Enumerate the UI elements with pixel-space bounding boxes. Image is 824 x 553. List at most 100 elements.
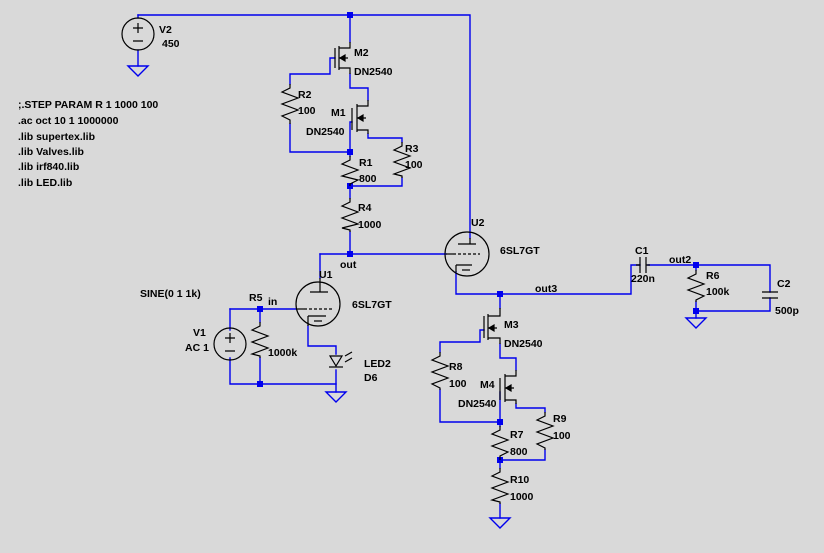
r4-value: 1000 — [358, 219, 382, 231]
c1-name: C1 — [635, 245, 649, 257]
voltage-source-icon — [121, 17, 155, 51]
junction[interactable] — [497, 291, 503, 297]
resistor-icon — [280, 84, 300, 124]
triode-envelope-icon — [444, 231, 490, 277]
wire-net-out3[interactable] — [455, 264, 641, 295]
r2-value: 100 — [298, 105, 316, 117]
triode-cathode-icon — [455, 264, 472, 272]
r10-name: R10 — [510, 474, 529, 486]
u2-name: U2 — [471, 217, 485, 229]
m2-value: DN2540 — [354, 66, 393, 78]
mosfet-m3[interactable]: M3 DN2540 — [483, 308, 543, 350]
r7-value: 800 — [510, 446, 528, 458]
capacitor-c2[interactable]: C2 500p — [762, 278, 799, 317]
v1-name: V1 — [193, 327, 206, 339]
directive-step[interactable]: ;.STEP PARAM R 1 1000 100 — [18, 99, 158, 111]
net-label-out[interactable]: out — [340, 259, 357, 271]
m3-value: DN2540 — [504, 338, 543, 350]
wire-m3-gate[interactable] — [439, 329, 485, 353]
resistor-r9[interactable]: R9 100 — [535, 412, 571, 450]
resistor-r10[interactable]: R10 1000 — [489, 468, 534, 504]
u2-value: 6SL7GT — [500, 245, 540, 257]
d6-name: D6 — [364, 372, 378, 384]
wire-top-rail[interactable] — [137, 14, 471, 239]
resistor-r1[interactable]: R1 800 — [339, 156, 377, 186]
ground-icon[interactable] — [684, 317, 708, 329]
junction[interactable] — [257, 306, 263, 312]
resistor-r3[interactable]: R3 100 — [391, 142, 423, 178]
resistor-icon — [430, 352, 450, 390]
wire-m1-gate[interactable] — [349, 121, 353, 153]
resistor-r5[interactable]: R5 1000k — [249, 292, 297, 359]
m1-name: M1 — [331, 107, 346, 119]
ground-icon[interactable] — [126, 65, 150, 77]
directive-lib-valves[interactable]: .lib Valves.lib — [18, 146, 84, 158]
m4-name: M4 — [480, 379, 495, 391]
led-emission-icon — [344, 351, 353, 363]
triode-u1[interactable]: U1 6SL7GT — [295, 269, 392, 327]
net-label-in[interactable]: in — [268, 296, 277, 308]
junction[interactable] — [693, 262, 699, 268]
wire-m2-gate[interactable] — [289, 57, 336, 85]
polarity-icon — [225, 333, 235, 352]
wire-gnd-bus[interactable] — [229, 357, 337, 385]
r10-value: 1000 — [510, 491, 534, 503]
ground-icon[interactable] — [324, 391, 348, 403]
wire-m1-src[interactable] — [367, 133, 403, 143]
r3-name: R3 — [405, 143, 419, 155]
mosfet-arrow-icon — [356, 113, 364, 123]
junction[interactable] — [347, 251, 353, 257]
wire-m3-src-m4-drain[interactable] — [499, 343, 517, 371]
mosfet-m1[interactable]: M1 DN2540 — [306, 100, 369, 138]
r7-name: R7 — [510, 429, 524, 441]
wires — [137, 14, 771, 519]
junction[interactable] — [347, 149, 353, 155]
resistor-r6[interactable]: R6 100k — [686, 270, 730, 302]
triode-u2[interactable]: U2 6SL7GT — [444, 217, 540, 277]
wire-m4-src[interactable] — [515, 403, 546, 413]
mosfet-m2[interactable]: M2 DN2540 — [334, 42, 393, 78]
wire-r3-bottom[interactable] — [349, 177, 403, 187]
resistor-r7[interactable]: R7 800 — [490, 426, 528, 460]
u1-name: U1 — [319, 269, 333, 281]
capacitor-icon — [762, 291, 778, 299]
v1-value: AC 1 — [185, 342, 209, 354]
wire-r8-bottom[interactable] — [439, 389, 501, 423]
resistor-icon — [249, 322, 270, 358]
mosfet-arrow-icon — [338, 53, 346, 63]
directive-lib-irf840[interactable]: .lib irf840.lib — [18, 161, 79, 173]
wire-u1-cathode[interactable] — [307, 325, 337, 355]
spice-directives: ;.STEP PARAM R 1 1000 100 .ac oct 10 1 1… — [18, 99, 158, 189]
resistor-r2[interactable]: R2 100 — [280, 84, 316, 124]
resistor-r4[interactable]: R4 1000 — [340, 198, 382, 232]
r1-name: R1 — [359, 157, 373, 169]
m1-value: DN2540 — [306, 126, 345, 138]
junction[interactable] — [497, 419, 503, 425]
net-label-out2[interactable]: out2 — [669, 254, 691, 266]
net-label-out3[interactable]: out3 — [535, 283, 557, 295]
mosfet-m4[interactable]: M4 DN2540 — [458, 370, 517, 410]
wire-net-out2[interactable] — [647, 264, 771, 293]
junction[interactable] — [347, 12, 353, 18]
ground-icon[interactable] — [488, 517, 512, 529]
junction[interactable] — [693, 308, 699, 314]
wire-m2-src-m1-drain[interactable] — [349, 73, 369, 101]
source-v1[interactable]: V1 AC 1 SINE(0 1 1k) — [140, 288, 247, 361]
directive-lib-supertex[interactable]: .lib supertex.lib — [18, 131, 95, 143]
mosfet-arrow-icon — [504, 383, 512, 393]
wire-r2-bottom[interactable] — [289, 123, 351, 153]
capacitor-c1[interactable]: C1 220n — [631, 245, 655, 285]
junction[interactable] — [257, 381, 263, 387]
m2-name: M2 — [354, 47, 369, 59]
resistor-icon — [489, 468, 510, 504]
wire-r6-c2-bottom[interactable] — [695, 297, 771, 312]
resistor-r8[interactable]: R8 100 — [430, 352, 467, 390]
r5-value: 1000k — [268, 347, 297, 359]
source-v2[interactable]: V2 450 — [121, 17, 180, 51]
capacitor-icon — [639, 257, 647, 273]
led-d6[interactable]: LED2 D6 — [328, 351, 391, 384]
wire-r9-bottom[interactable] — [499, 449, 546, 461]
directive-lib-led[interactable]: .lib LED.lib — [18, 177, 72, 189]
directive-ac[interactable]: .ac oct 10 1 1000000 — [18, 115, 119, 127]
